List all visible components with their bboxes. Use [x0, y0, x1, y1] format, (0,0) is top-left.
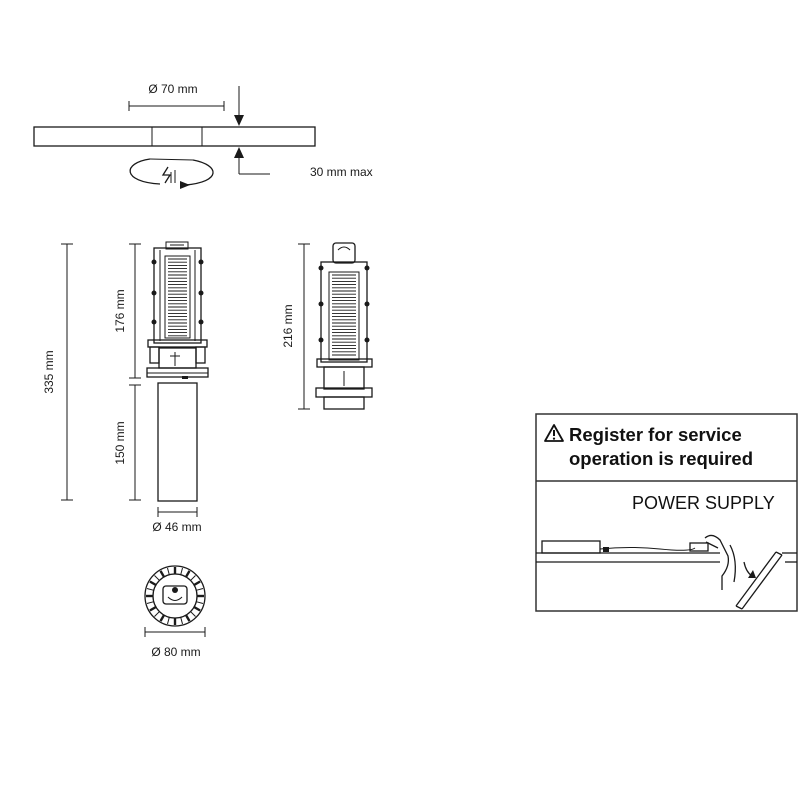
- total-height-label: 335 mm: [42, 350, 56, 393]
- front-view: 216 mm: [281, 242, 373, 410]
- bottom-view: Ø 80 mm: [144, 565, 206, 659]
- thickness-arrow-bottom-head: [234, 147, 244, 158]
- twist-lock-icon: [129, 158, 214, 189]
- ceiling-cutout-view: Ø 70 mm 30 mm max: [33, 82, 373, 189]
- power-supply-label: POWER SUPPLY: [632, 493, 775, 513]
- tube-height-label: 150 mm: [113, 421, 127, 464]
- ceiling-scene-illustration: [536, 534, 797, 610]
- cutout-diameter-label: Ø 70 mm: [148, 82, 197, 96]
- bottom-inner-ring: [152, 573, 198, 619]
- warning-triangle-icon: [544, 424, 564, 442]
- bottom-connector: [162, 585, 188, 605]
- bottom-outer-ring: [144, 565, 206, 627]
- ceiling-panel: [33, 126, 316, 147]
- service-notice-box: Register for service operation is requir…: [535, 413, 798, 612]
- tube-diameter-label: Ø 46 mm: [152, 520, 201, 534]
- fixture-tube: [157, 382, 198, 502]
- front-height-label: 216 mm: [281, 304, 295, 347]
- bottom-diameter-label: Ø 80 mm: [151, 645, 200, 659]
- body-height-label: 176 mm: [113, 289, 127, 332]
- side-view: 335 mm 176 mm 150 mm: [42, 241, 209, 534]
- thickness-label: 30 mm max: [310, 165, 373, 179]
- fixture-body-front: [315, 242, 373, 410]
- notice-title-line2: operation is required: [569, 448, 753, 469]
- fixture-body-side: [146, 241, 209, 379]
- thickness-arrow-top-head: [234, 115, 244, 126]
- notice-title-line1: Register for service: [569, 424, 742, 445]
